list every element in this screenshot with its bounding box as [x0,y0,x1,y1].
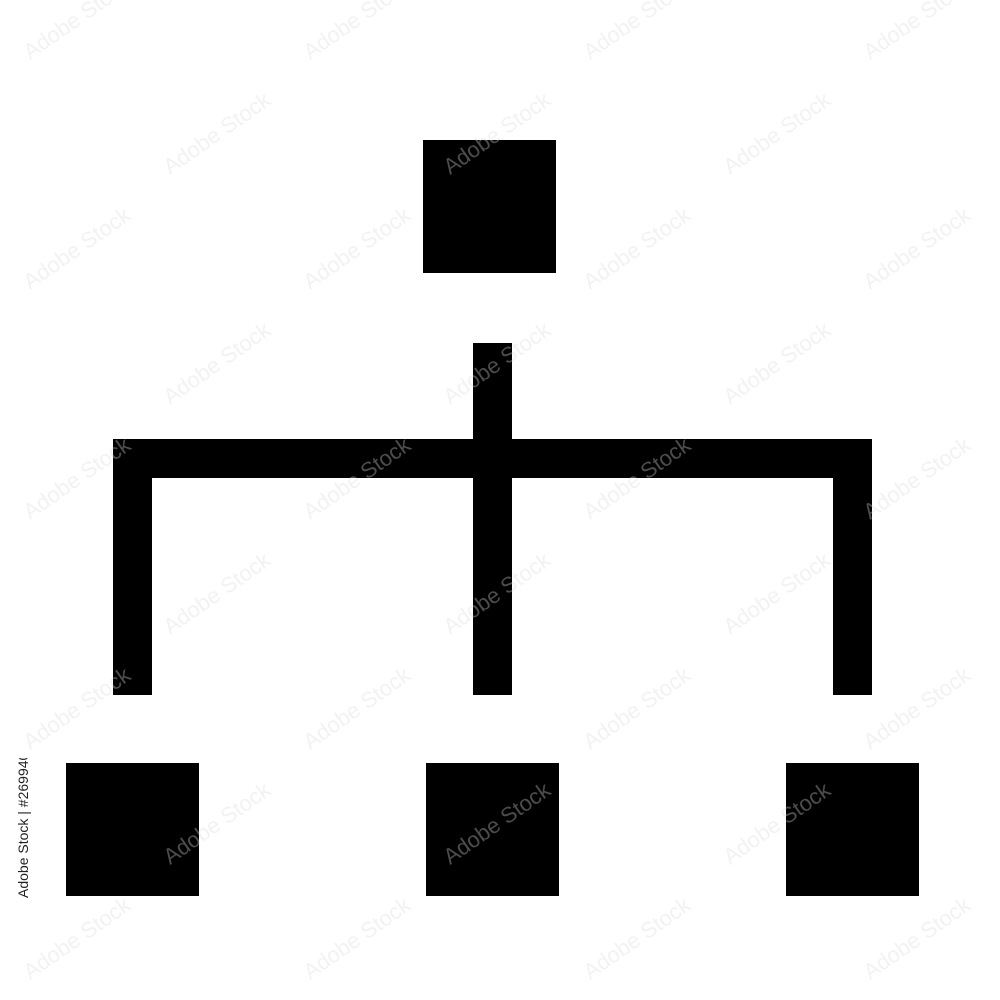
child-node-left [66,763,199,896]
stock-credit-text: Adobe Stock | #269940835 [15,758,31,898]
branch-left-line [113,439,152,695]
child-node-right [786,763,919,896]
stock-credit: Adobe Stock | #269940835 [12,729,34,898]
trunk-line [473,343,512,695]
root-node [423,140,556,273]
branch-right-line [833,439,872,695]
connector-lines [113,343,872,695]
child-node-center [426,763,559,896]
horizontal-bar [113,439,872,478]
